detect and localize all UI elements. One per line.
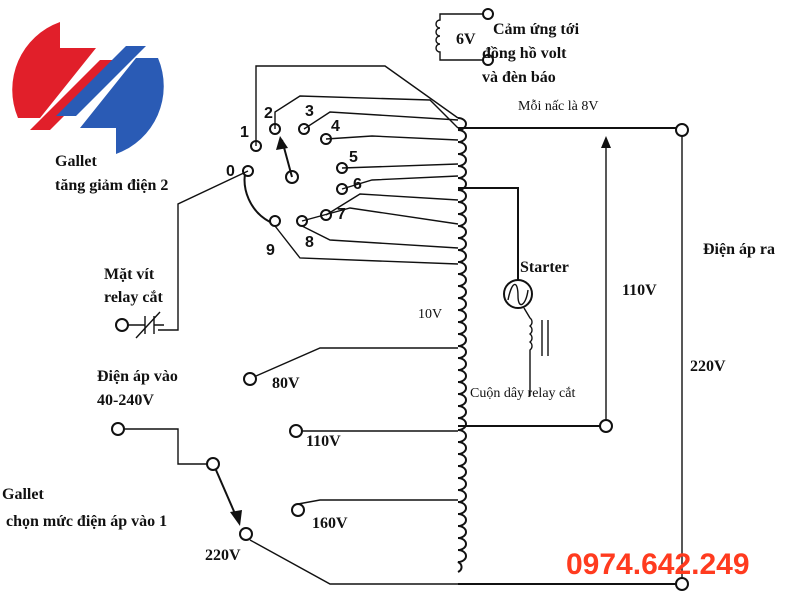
tap-terminal-160v[interactable] [291, 503, 305, 517]
relay-coil-core [541, 320, 549, 356]
pos-3: 3 [305, 103, 314, 120]
pos-8: 8 [305, 234, 314, 251]
pos-1: 1 [240, 124, 249, 141]
label-tap-220v: 220V [205, 547, 241, 564]
label-relay-coil: Cuộn dây relay cắt [470, 386, 575, 401]
wiper-arrow-icon [276, 136, 288, 150]
label-sense-2: đồng hồ volt [482, 45, 567, 62]
logo-blue-part [80, 58, 164, 154]
sense-terminal-bottom [482, 54, 494, 66]
pos-0: 0 [226, 163, 235, 180]
gallet-2-switch[interactable] [242, 123, 348, 227]
contact-9 [269, 215, 281, 227]
sense-terminal-top [482, 8, 494, 20]
output-terminal-top[interactable] [675, 123, 689, 137]
logo-red-part [12, 22, 96, 118]
relay-coil-winding [523, 307, 533, 360]
pos-4: 4 [331, 118, 340, 135]
phone-number: 0974.642.249 [566, 548, 750, 581]
label-110v-right: 110V [622, 282, 657, 299]
input-wire [124, 428, 208, 465]
starter-wire-top [458, 187, 519, 280]
wire-80v [255, 347, 458, 377]
tap-wires [158, 65, 459, 331]
label-gallet1-1: Gallet [2, 486, 44, 503]
pos-9: 9 [266, 242, 275, 259]
label-10v: 10V [418, 307, 442, 322]
sense-coil [435, 8, 494, 66]
label-tap-110v: 110V [306, 433, 341, 450]
label-sense-3: và đèn báo [482, 69, 556, 86]
label-gallet2-2: tăng giảm điện 2 [55, 177, 168, 194]
tap-terminal-220v[interactable] [239, 527, 253, 541]
relay-contact [115, 311, 164, 339]
gallet-1-arrow-icon [230, 510, 242, 526]
arrow-up-icon [601, 136, 611, 148]
tap-terminal-110v[interactable] [289, 424, 303, 438]
label-starter: Starter [520, 259, 569, 276]
pos-7: 7 [337, 206, 346, 223]
label-step: Mỗi nấc là 8V [518, 99, 598, 114]
label-relay-contact-2: relay cắt [104, 289, 163, 306]
pos-2: 2 [264, 105, 273, 122]
label-6v: 6V [456, 31, 476, 48]
transformer-winding [457, 117, 467, 573]
tap-terminal-80v[interactable] [243, 372, 257, 386]
label-tap-160v: 160V [312, 515, 348, 532]
company-logo-icon [12, 16, 164, 160]
input-terminal[interactable] [111, 422, 125, 436]
label-gallet1-2: chọn mức điện áp vào 1 [6, 513, 167, 530]
label-gallet2-1: Gallet [55, 153, 97, 170]
terminal-110v-right[interactable] [599, 419, 613, 433]
gallet-1-pivot[interactable] [206, 457, 220, 471]
pos-5: 5 [349, 149, 358, 166]
gallet-1-wiper [215, 469, 237, 517]
label-tap-80v: 80V [272, 375, 300, 392]
label-sense-1: Cảm ứng tới [493, 21, 580, 38]
label-input-2: 40-240V [97, 392, 154, 409]
label-relay-contact-1: Mặt vít [104, 266, 155, 283]
label-input-1: Điện áp vào [97, 368, 178, 385]
label-220v-right: 220V [690, 358, 726, 375]
wire-160v [297, 499, 458, 505]
label-output: Điện áp ra [703, 241, 775, 258]
logo-blue-stripe [56, 46, 146, 116]
starter-lamp [503, 279, 533, 309]
wire-220v [249, 539, 458, 585]
